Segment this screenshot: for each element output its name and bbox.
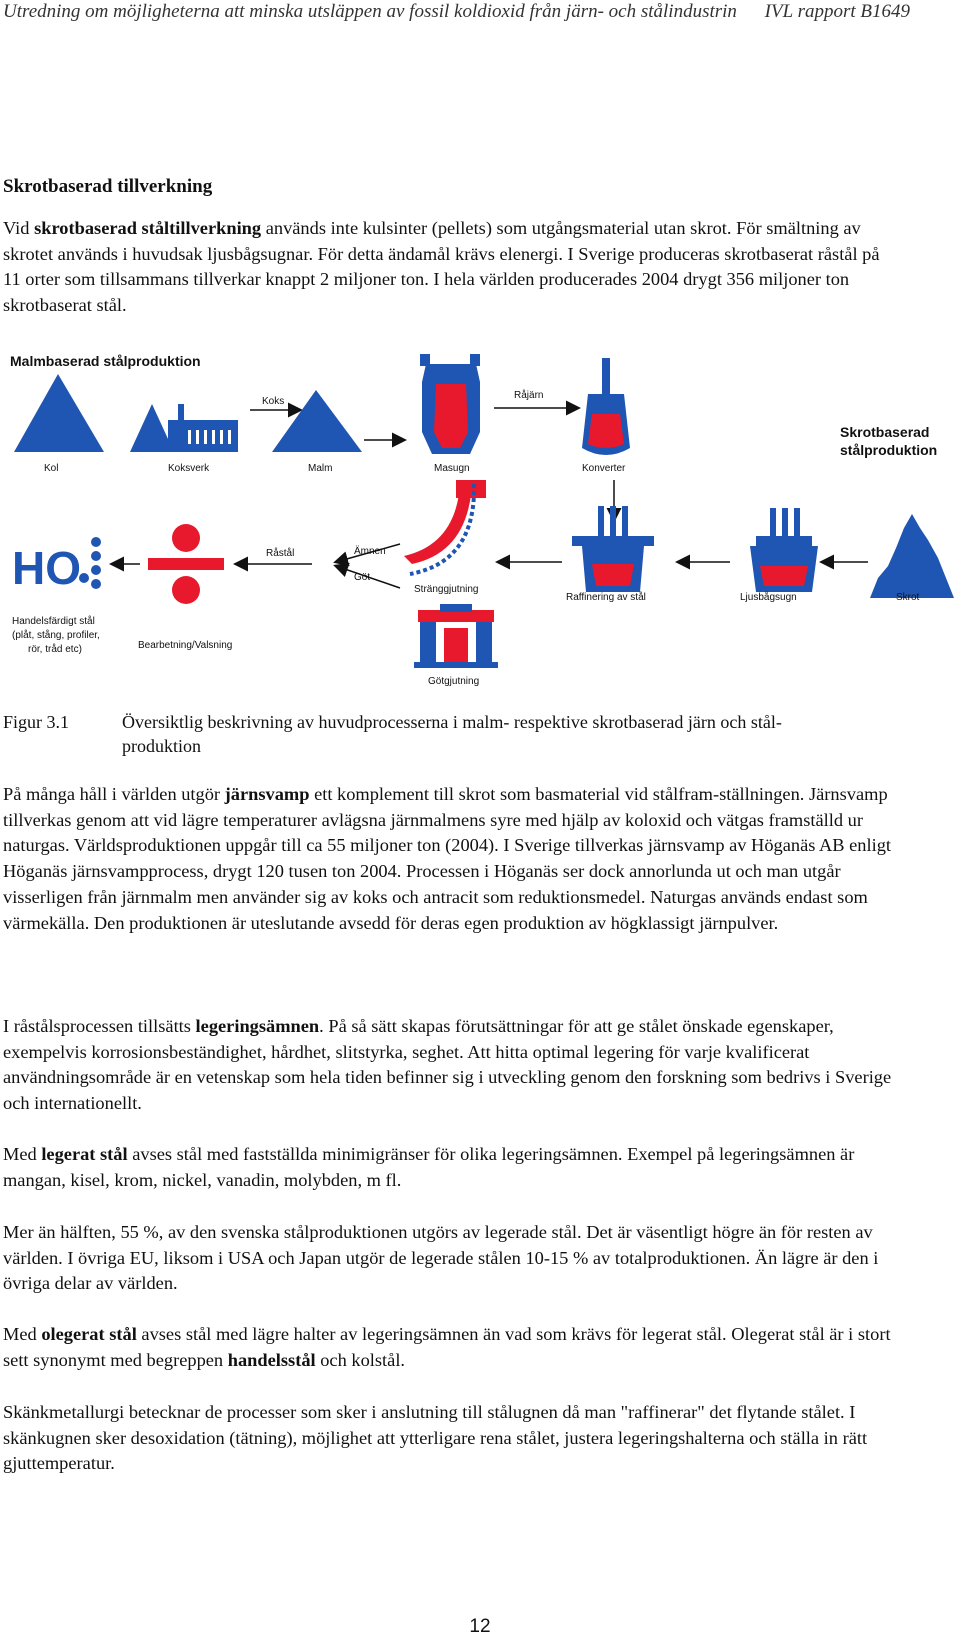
- malm-label: Malm: [308, 463, 332, 474]
- steel-process-diagram: Malmbaserad stålproduktion Skrotbaserad …: [10, 353, 954, 687]
- term-olegerat-stal: olegerat stål: [41, 1324, 137, 1344]
- gotgjutning-icon: [414, 604, 498, 668]
- malm-icon: [272, 390, 362, 452]
- term-scrap-based-steelmaking: skrotbaserad ståltillverkning: [34, 218, 262, 238]
- handels-label-line1: Handelsfärdigt stål: [12, 615, 95, 627]
- stranggjutning-label: Stränggjutning: [414, 584, 479, 595]
- stranggjutning-icon: [404, 480, 486, 576]
- konverter-icon: [582, 358, 630, 455]
- raffinering-icon: [572, 506, 654, 592]
- handels-label-line3: rör, tråd etc): [28, 643, 82, 655]
- handels-label-line2: (plåt, stång, profiler,: [12, 629, 100, 641]
- paragraph-unalloyed-steel: Med olegerat stål avses stål med lägre h…: [3, 1324, 891, 1370]
- raffinering-label: Raffinering av stål: [566, 591, 646, 603]
- ljusbagsugn-icon: [750, 508, 818, 592]
- paragraph-alloyed-steel: Med legerat stål avses stål med faststäl…: [3, 1144, 855, 1190]
- rajarn-label: Råjärn: [514, 389, 543, 401]
- got-label: Göt: [354, 572, 370, 583]
- scrap-based-title-line1: Skrotbaserad: [840, 424, 929, 440]
- paragraph-iron-sponge: På många håll i världen utgör järnsvamp …: [3, 784, 892, 933]
- konverter-label: Konverter: [582, 463, 626, 474]
- page-header: Utredning om möjligheterna att minska ut…: [0, 0, 960, 30]
- casting-to-amnen-arrow: [333, 543, 401, 566]
- masugn-label: Masugn: [434, 463, 470, 474]
- casting-to-got-arrow: [333, 562, 401, 589]
- term-legeringsamnen: legeringsämnen: [195, 1016, 320, 1036]
- header-title: Utredning om möjligheterna att minska ut…: [3, 1, 737, 22]
- figure-label: Figur 3.1: [3, 712, 70, 732]
- header-report-number: IVL rapport B1649: [764, 1, 910, 22]
- skrot-label: Skrot: [896, 592, 920, 603]
- ljusbagsugn-label: Ljusbågsugn: [740, 591, 797, 603]
- koks-label: Koks: [262, 396, 284, 407]
- term-handelsstal: handelsstål: [227, 1349, 316, 1370]
- handels-stal-icon: HO: [12, 537, 101, 594]
- koksverk-label: Koksverk: [168, 463, 210, 474]
- gotgjutning-label: Götgjutning: [428, 676, 479, 687]
- paragraph-ladle-metallurgy: Skänkmetallurgi betecknar de processer s…: [3, 1402, 868, 1474]
- bearbetning-label: Bearbetning/Valsning: [138, 640, 232, 651]
- masugn-icon: [420, 354, 480, 454]
- paragraph-alloy-share: Mer än hälften, 55 %, av den svenska stå…: [3, 1222, 879, 1294]
- skrot-icon: [870, 514, 954, 598]
- page-number: 12: [469, 1616, 491, 1637]
- paragraph-alloying: I råstålsprocessen tillsätts legeringsäm…: [3, 1016, 892, 1114]
- paragraph-scrap-based: Vid skrotbaserad ståltillverkning använd…: [3, 218, 880, 316]
- kol-icon: [14, 374, 104, 452]
- term-jarnsvamp: järnsvamp: [224, 784, 310, 804]
- kol-label: Kol: [44, 463, 58, 474]
- term-legerat-stal: legerat stål: [41, 1144, 128, 1164]
- section-heading: Skrotbaserad tillverkning: [3, 176, 213, 197]
- malm-based-title: Malmbaserad stålproduktion: [10, 353, 201, 369]
- koksverk-icon: [130, 404, 238, 452]
- svg-text:HO: HO: [12, 542, 81, 594]
- bearbetning-icon: [148, 524, 224, 604]
- rastal-label: Råstål: [266, 547, 294, 559]
- figure-caption: Översiktlig beskrivning av huvudprocesse…: [122, 712, 782, 756]
- scrap-based-title-line2: stålproduktion: [840, 442, 937, 458]
